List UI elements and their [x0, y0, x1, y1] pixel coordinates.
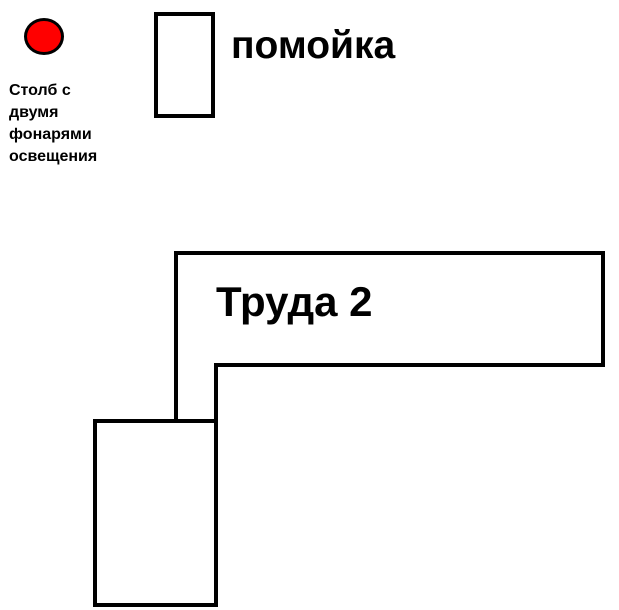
building-label: Труда 2	[216, 278, 373, 325]
building-annex	[93, 419, 218, 607]
lamp-post-marker	[24, 18, 64, 55]
trash-label: помойка	[231, 24, 396, 67]
trash-container-box	[154, 12, 215, 118]
lamp-post-label: Столб с двумя фонарями освещения	[9, 82, 98, 165]
